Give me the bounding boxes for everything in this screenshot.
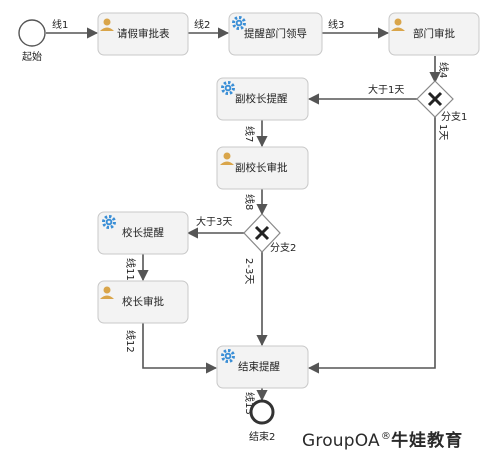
task-vp-notify[interactable]: 副校长提醒 xyxy=(216,77,309,121)
edge-label-one-day: 1天 xyxy=(437,124,448,140)
exclusive-gateway-x-icon xyxy=(427,91,443,107)
task-vp-approve-label: 副校长审批 xyxy=(235,161,288,174)
user-icon xyxy=(100,286,114,299)
brand-cn-name: 牛娃教育 xyxy=(391,431,464,451)
gateway-branch2[interactable]: 分支2 xyxy=(243,213,296,254)
user-icon xyxy=(100,18,114,31)
brand-watermark: GroupOA®牛娃教育 xyxy=(302,426,463,451)
task-president-notify[interactable]: 校长提醒 xyxy=(97,211,189,255)
start-node[interactable]: 起始 xyxy=(18,19,46,63)
start-label: 起始 xyxy=(22,50,42,63)
edge-label-line11: 线11 xyxy=(124,258,137,281)
edge-label-line2: 线2 xyxy=(194,18,210,31)
task-dept-approve-label: 部门审批 xyxy=(413,27,455,40)
edge-label-gt3days: 大于3天 xyxy=(196,215,232,228)
task-end-notify[interactable]: 结束提醒 xyxy=(216,345,309,389)
edge-label-gt1day: 大于1天 xyxy=(368,83,404,96)
task-president-approve[interactable]: 校长审批 xyxy=(97,280,189,324)
exclusive-gateway-x-icon xyxy=(254,225,270,241)
task-vp-approve[interactable]: 副校长审批 xyxy=(216,146,309,190)
end-label: 结束2 xyxy=(249,430,275,443)
task-leave-form-label: 请假审批表 xyxy=(117,27,170,40)
connectors xyxy=(46,27,441,402)
task-end-notify-label: 结束提醒 xyxy=(238,360,280,373)
edge-label-line4: 线4 xyxy=(437,62,450,78)
edge-label-line3: 线3 xyxy=(328,18,344,31)
end-node[interactable]: 结束2 xyxy=(249,399,275,443)
user-icon xyxy=(220,152,234,165)
task-dept-notify[interactable]: 提醒部门领导 xyxy=(228,12,323,56)
edge-label-line7: 线7 xyxy=(243,126,256,142)
edge-label-line8: 线8 xyxy=(243,194,256,210)
edge-one-day[interactable] xyxy=(307,117,436,374)
gear-icon xyxy=(232,16,246,30)
user-icon xyxy=(391,18,405,31)
gear-icon xyxy=(102,215,116,229)
edge-label-two-three-days: 2-3天 xyxy=(243,258,254,284)
brand-registered-mark: ® xyxy=(380,431,392,443)
gateway-branch1-label: 分支1 xyxy=(441,111,467,123)
gear-icon xyxy=(221,349,235,363)
edge-label-line1: 线1 xyxy=(52,18,68,31)
task-president-notify-label: 校长提醒 xyxy=(122,226,164,239)
task-vp-notify-label: 副校长提醒 xyxy=(235,92,288,105)
brand-name: GroupOA xyxy=(302,431,380,451)
gateway-branch2-label: 分支2 xyxy=(270,242,296,254)
gateway-branch1[interactable]: 分支1 xyxy=(416,80,467,123)
task-leave-form[interactable]: 请假审批表 xyxy=(97,12,189,56)
task-president-approve-label: 校长审批 xyxy=(122,295,164,308)
edge-label-line12: 线12 xyxy=(124,330,137,353)
task-dept-approve[interactable]: 部门审批 xyxy=(388,12,480,56)
edge-line12[interactable] xyxy=(142,322,218,374)
task-dept-notify-label: 提醒部门领导 xyxy=(244,27,307,40)
gear-icon xyxy=(221,81,235,95)
